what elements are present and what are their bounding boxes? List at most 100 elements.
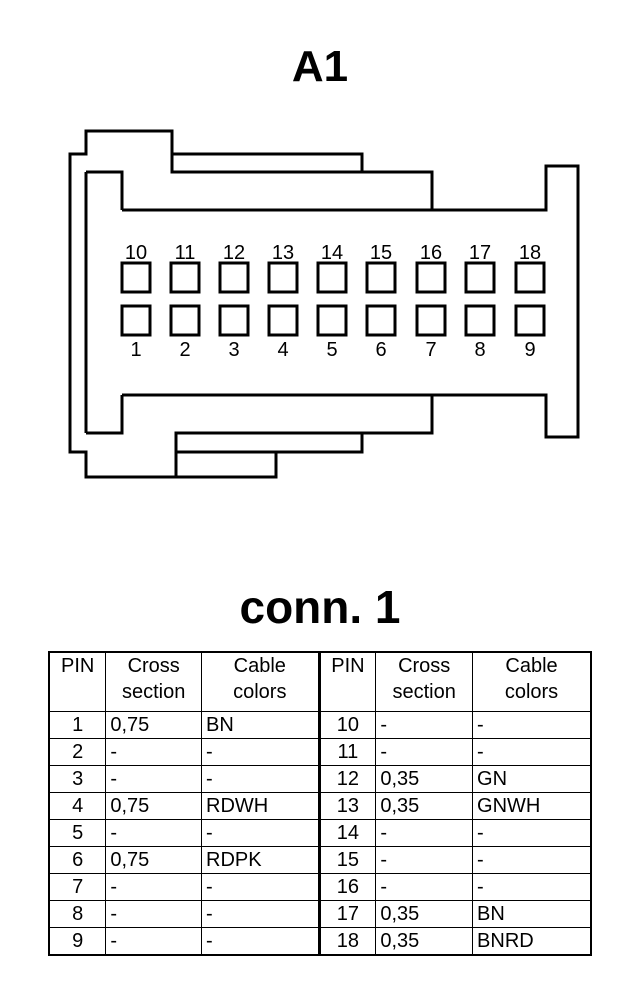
cell-cable-color-left: - bbox=[201, 873, 320, 901]
pin-label-top: 13 bbox=[272, 242, 294, 264]
cell-pin-left: 1 bbox=[48, 711, 107, 739]
pin-label-top: 17 bbox=[469, 242, 491, 264]
pin-cell-bottom bbox=[316, 304, 348, 337]
cell-pin-right: 18 bbox=[317, 927, 377, 956]
cell-cross-section-right: 0,35 bbox=[375, 900, 474, 928]
pin-label-top: 18 bbox=[519, 242, 541, 264]
pin-cell-top bbox=[267, 261, 299, 294]
cell-cable-color-left: RDPK bbox=[201, 846, 320, 874]
cell-cross-section-left: - bbox=[105, 927, 203, 956]
pin-label-top: 12 bbox=[223, 242, 245, 264]
cell-cable-color-left: - bbox=[201, 927, 320, 956]
cell-cross-section-left: - bbox=[105, 765, 203, 793]
pin-label-top: 10 bbox=[125, 242, 147, 264]
cell-cable-color-left: - bbox=[201, 738, 320, 766]
cell-cross-section-right: 0,35 bbox=[375, 927, 474, 956]
table-row: 5--14-- bbox=[48, 819, 592, 847]
cell-pin-right: 17 bbox=[317, 900, 377, 928]
pin-cell-top bbox=[464, 261, 496, 294]
pin-label-bottom: 1 bbox=[130, 339, 141, 361]
cell-cross-section-right: 0,35 bbox=[375, 765, 474, 793]
cell-pin-right: 14 bbox=[317, 819, 377, 847]
table-row: 2--11-- bbox=[48, 738, 592, 766]
cell-cross-section-left: 0,75 bbox=[105, 792, 203, 820]
connector-housing bbox=[68, 129, 580, 479]
pin-label-top: 16 bbox=[420, 242, 442, 264]
header-pin-left: PIN bbox=[48, 651, 107, 712]
cell-cross-section-right: - bbox=[375, 873, 474, 901]
pin-cell-bottom bbox=[464, 304, 496, 337]
pin-cell-bottom bbox=[514, 304, 546, 337]
pin-cell-top bbox=[316, 261, 348, 294]
cell-cable-color-right: - bbox=[472, 846, 592, 874]
cell-cross-section-right: - bbox=[375, 846, 474, 874]
cell-cable-color-right: - bbox=[472, 738, 592, 766]
cell-cable-color-right: - bbox=[472, 873, 592, 901]
cell-cross-section-right: - bbox=[375, 711, 474, 739]
cell-pin-right: 11 bbox=[317, 738, 377, 766]
connector-title: A1 bbox=[291, 42, 349, 91]
cell-cable-color-left: RDWH bbox=[201, 792, 320, 820]
pin-cell-bottom bbox=[415, 304, 447, 337]
cell-pin-left: 3 bbox=[48, 765, 107, 793]
pin-label-bottom: 7 bbox=[425, 339, 436, 361]
pin-label-top: 14 bbox=[321, 242, 343, 264]
cell-cross-section-left: - bbox=[105, 873, 203, 901]
cell-pin-left: 9 bbox=[48, 927, 107, 956]
pin-cell-top bbox=[218, 261, 250, 294]
cell-cross-section-left: 0,75 bbox=[105, 711, 203, 739]
pin-label-bottom: 9 bbox=[524, 339, 535, 361]
pin-cell-top bbox=[365, 261, 397, 294]
cell-cross-section-left: - bbox=[105, 900, 203, 928]
pin-label-bottom: 8 bbox=[474, 339, 485, 361]
pin-cell-bottom bbox=[169, 304, 201, 337]
cell-cable-color-left: BN bbox=[201, 711, 320, 739]
pin-cell-top bbox=[415, 261, 447, 294]
cell-cable-color-left: - bbox=[201, 765, 320, 793]
cell-cross-section-left: - bbox=[105, 819, 203, 847]
pin-cell-bottom bbox=[218, 304, 250, 337]
cell-cross-section-left: 0,75 bbox=[105, 846, 203, 874]
pin-cell-bottom bbox=[267, 304, 299, 337]
cell-pin-right: 16 bbox=[317, 873, 377, 901]
cell-pin-left: 2 bbox=[48, 738, 107, 766]
pin-label-bottom: 3 bbox=[228, 339, 239, 361]
cell-pin-right: 13 bbox=[317, 792, 377, 820]
cell-pin-left: 7 bbox=[48, 873, 107, 901]
table-row: 7--16-- bbox=[48, 873, 592, 901]
pin-cell-top bbox=[514, 261, 546, 294]
pin-cell-bottom bbox=[120, 304, 152, 337]
cell-pin-right: 10 bbox=[317, 711, 377, 739]
cell-cable-color-right: BN bbox=[472, 900, 592, 928]
cell-pin-left: 4 bbox=[48, 792, 107, 820]
cell-cross-section-right: - bbox=[375, 738, 474, 766]
pin-label-bottom: 2 bbox=[179, 339, 190, 361]
cell-cross-section-right: 0,35 bbox=[375, 792, 474, 820]
cell-cable-color-right: GN bbox=[472, 765, 592, 793]
cell-pin-left: 5 bbox=[48, 819, 107, 847]
pin-label-top: 11 bbox=[175, 242, 196, 264]
pin-label-bottom: 5 bbox=[326, 339, 337, 361]
cell-pin-right: 15 bbox=[317, 846, 377, 874]
cell-cable-color-left: - bbox=[201, 819, 320, 847]
cell-pin-left: 8 bbox=[48, 900, 107, 928]
cell-cable-color-right: GNWH bbox=[472, 792, 592, 820]
cell-pin-left: 6 bbox=[48, 846, 107, 874]
cell-cable-color-left: - bbox=[201, 900, 320, 928]
pin-cell-top bbox=[169, 261, 201, 294]
